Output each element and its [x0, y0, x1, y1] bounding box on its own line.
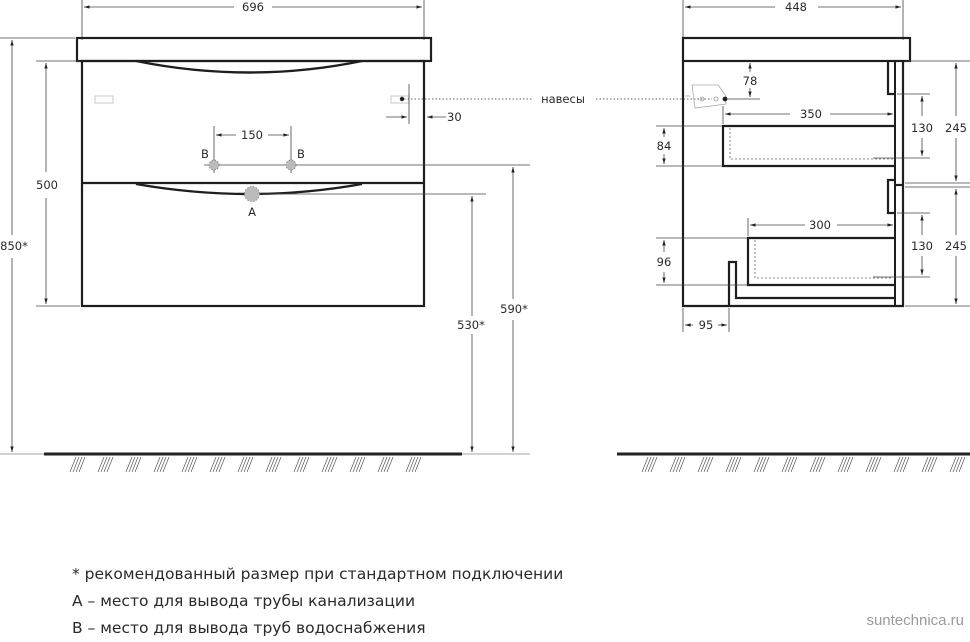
- dim-body-height-500: 500: [36, 178, 58, 192]
- drain-marker: A: [248, 205, 256, 219]
- dim-width-696: 696: [242, 0, 264, 14]
- countertop-side: [681, 36, 912, 63]
- floor-hatch-front: [69, 456, 422, 473]
- dim-lower-front-245: 245: [945, 239, 967, 253]
- floor-hatch-side: [641, 456, 966, 473]
- supply-marker-left: B: [201, 147, 209, 161]
- supply-pipe-right-icon: [285, 159, 297, 171]
- dim-hanger-depth-78: 78: [743, 74, 758, 88]
- note-supply-b: B – место для вывода труб водоснабжения: [72, 619, 426, 637]
- hanger-left-icon: [94, 95, 114, 104]
- dim-lower-drawer-height-96: 96: [657, 255, 672, 269]
- legend-notes: * рекомендованный размер при стандартном…: [72, 561, 563, 642]
- supply-pipe-left-icon: [208, 159, 220, 171]
- supply-marker-right: B: [297, 147, 305, 161]
- dim-upper-drawer-height-84: 84: [657, 139, 672, 153]
- dim-hanger-offset-30: 30: [447, 110, 462, 124]
- dim-drain-height-530: 530*: [457, 318, 485, 332]
- note-recommended-size: * рекомендованный размер при стандартном…: [72, 565, 564, 583]
- dim-upper-front-245: 245: [945, 121, 967, 135]
- dim-plinth-offset-95: 95: [699, 318, 714, 332]
- hangers-label: навесы: [541, 92, 585, 106]
- dim-upper-drawer-350: 350: [800, 107, 822, 121]
- hanger-bracket-icon: [691, 84, 727, 109]
- dim-supply-spacing-150: 150: [241, 128, 263, 142]
- dim-upper-inner-130: 130: [911, 121, 933, 135]
- front-view: 696 навесы 30 150 B B: [0, 0, 712, 473]
- upper-drawer-box: [721, 124, 895, 168]
- countertop-front: [75, 36, 433, 63]
- dim-lower-inner-130: 130: [911, 239, 933, 253]
- watermark: suntechnica.ru: [866, 612, 964, 629]
- note-drain-a: A – место для вывода трубы канализации: [72, 592, 416, 610]
- side-view: 448 78 350 84: [617, 0, 970, 473]
- dim-lower-drawer-300: 300: [809, 218, 831, 232]
- dim-total-height-850: 850*: [0, 239, 28, 253]
- drain-pipe-icon: [244, 186, 260, 202]
- cabinet-body-side: [681, 61, 905, 308]
- dim-supply-height-590: 590*: [500, 302, 528, 316]
- lower-drawer-box: [746, 236, 895, 287]
- dim-depth-448: 448: [785, 0, 807, 14]
